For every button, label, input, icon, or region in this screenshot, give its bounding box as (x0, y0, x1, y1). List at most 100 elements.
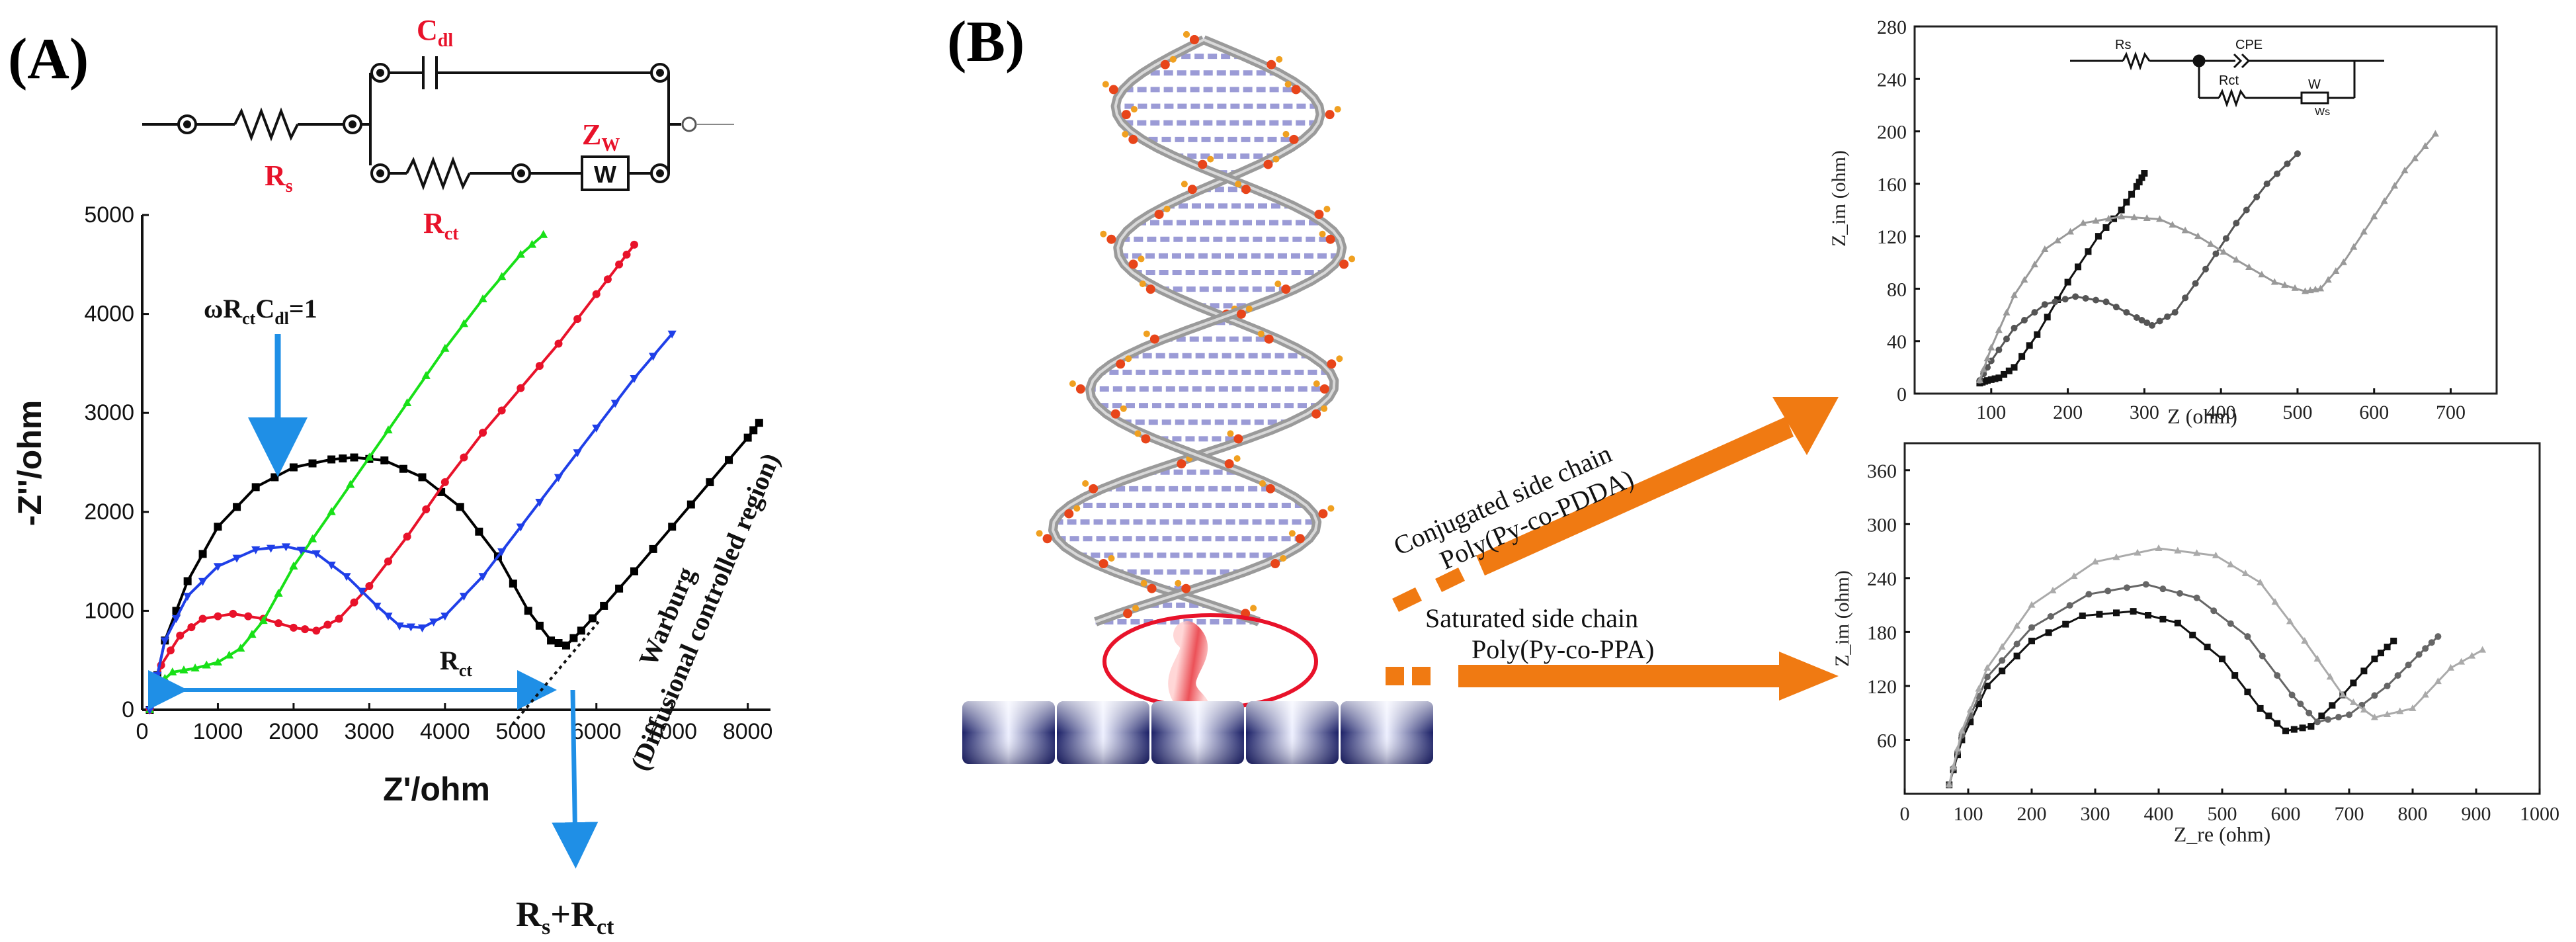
data-point (630, 240, 638, 249)
inset-label-rct: Rct (2219, 73, 2239, 88)
omega-annotation: ωRctCdl=1 (204, 294, 317, 328)
data-point (2028, 637, 2035, 644)
x-tick-label: 2000 (269, 719, 319, 744)
data-point (2332, 267, 2340, 274)
data-point (1967, 718, 1974, 726)
data-point (2133, 314, 2140, 321)
data-point (176, 631, 185, 640)
data-point (1958, 736, 1966, 744)
data-point (2479, 646, 2487, 653)
phosphate-atom (1319, 384, 1329, 394)
x-tick-label: 100 (1976, 402, 2006, 423)
data-point (350, 598, 358, 607)
phosphate-atom (1190, 35, 1199, 44)
data-point (2174, 546, 2182, 554)
data-point (247, 630, 257, 638)
data-point (2193, 594, 2200, 601)
data-point (2384, 710, 2391, 717)
data-point (403, 533, 411, 541)
y-tick-label: 160 (1877, 174, 1907, 196)
x-tick-label: 500 (2208, 803, 2237, 825)
data-point (2182, 294, 2189, 302)
data-point (2193, 549, 2201, 556)
data-point (350, 453, 358, 462)
data-point (2091, 558, 2099, 565)
data-point (2011, 291, 2018, 298)
data-point (573, 315, 582, 323)
x-tick-label: 700 (2335, 803, 2364, 825)
data-point (289, 463, 298, 472)
data-point (2044, 314, 2051, 321)
data-point (289, 623, 298, 632)
data-point (2189, 631, 2196, 638)
y-tick-label: 180 (1867, 622, 1897, 644)
data-point (213, 657, 223, 665)
data-point (2391, 182, 2399, 189)
data-point (2227, 560, 2235, 568)
data-point (229, 609, 237, 618)
panel-b-inset-circuit (2070, 51, 2384, 108)
data-point (2233, 220, 2240, 227)
phosphate-atom (1116, 359, 1126, 369)
data-point (749, 426, 758, 435)
electrode-block (1246, 701, 1339, 764)
oxygen-atom (1207, 155, 1214, 163)
data-point (190, 663, 200, 671)
phosphate-atom (1314, 210, 1324, 219)
plot-frame (1913, 25, 2498, 395)
data-point (364, 452, 374, 461)
data-point (2281, 281, 2289, 288)
data-point (2220, 247, 2227, 255)
phosphate-atom (1291, 85, 1301, 95)
data-point (2370, 713, 2378, 720)
data-point (516, 523, 525, 532)
y-axis-title: -Z''/ohm (11, 400, 48, 526)
data-point (2138, 174, 2145, 181)
data-point (2148, 321, 2155, 329)
data-point (2324, 276, 2332, 283)
data-point (2011, 364, 2018, 371)
y-tick-label: 120 (1877, 226, 1907, 248)
x-tick-label: 1000 (193, 719, 243, 744)
data-point (440, 478, 449, 486)
data-point (2318, 712, 2325, 720)
data-point (274, 619, 283, 628)
data-point (743, 433, 752, 442)
oxygen-atom (1280, 555, 1287, 562)
data-point (2371, 656, 2378, 663)
x-axis-title: Z'/ohm (383, 771, 490, 808)
phosphate-atom (1141, 434, 1151, 444)
data-point (198, 615, 207, 623)
data-point (475, 527, 483, 536)
data-point (2003, 335, 2010, 343)
series-1 (1976, 170, 2148, 387)
data-point (554, 474, 563, 482)
data-point (1984, 377, 1991, 384)
label-rs: Rs (265, 159, 293, 196)
y-tick-label: 200 (1877, 122, 1907, 144)
electrode-block (962, 701, 1055, 764)
data-point (2079, 612, 2086, 619)
phosphate-atom (1121, 110, 1131, 120)
phosphate-atom (1289, 134, 1299, 144)
data-point (2253, 193, 2261, 200)
data-point (251, 546, 261, 554)
data-point (667, 330, 677, 339)
data-point (1983, 673, 1991, 681)
data-point (308, 459, 317, 468)
data-point (2030, 261, 2038, 268)
data-point (1979, 365, 1987, 372)
data-point (214, 523, 222, 531)
data-point (1983, 664, 1991, 671)
data-point (1975, 701, 1982, 708)
data-point (417, 624, 427, 633)
y-tick-label: 240 (1867, 568, 1897, 590)
data-point (312, 626, 321, 635)
data-point (1975, 376, 1983, 384)
series-line (1948, 547, 2483, 785)
oxygen-atom (1138, 255, 1145, 263)
data-point (2202, 265, 2209, 273)
data-point (2396, 707, 2404, 714)
data-point (2346, 711, 2352, 718)
